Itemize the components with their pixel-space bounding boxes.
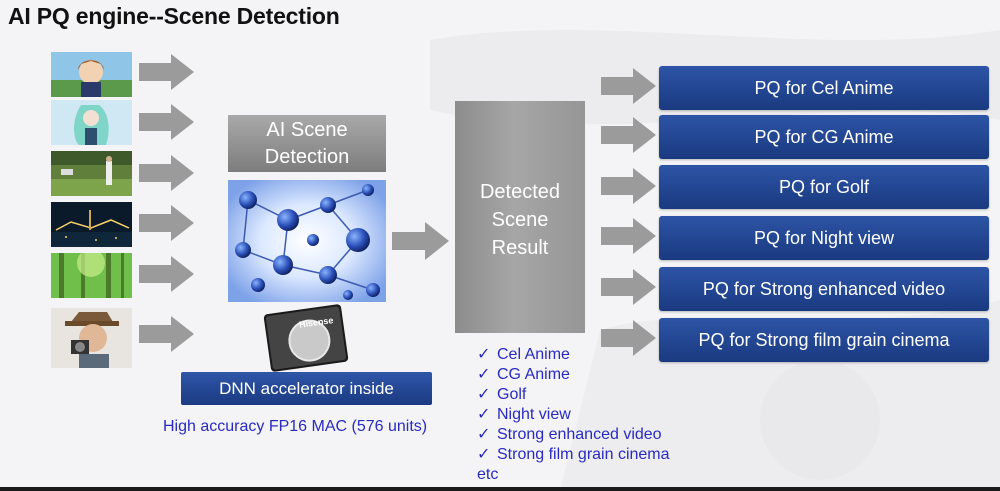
chip-image: Hisense	[263, 304, 349, 372]
chip-brand-label: Hisense	[298, 315, 334, 330]
pq-strong-film-grain-cinema-box: PQ for Strong film grain cinema	[659, 318, 989, 362]
thumbnail-cel-anime	[51, 52, 132, 97]
arrow-right-icon	[601, 68, 656, 104]
result-line3: Result	[491, 237, 549, 259]
thumbnail-golf	[51, 151, 132, 196]
arrow-right-icon	[139, 104, 194, 140]
molecular-network-image	[228, 180, 386, 302]
ai-scene-line2: Detection	[264, 146, 350, 168]
scene-list-etc: etc	[477, 466, 499, 483]
arrow-right-icon	[601, 117, 656, 153]
thumbnail-photographer	[51, 308, 132, 368]
pq-night-view-box: PQ for Night view	[659, 216, 989, 260]
pq-golf-box: PQ for Golf	[659, 165, 989, 209]
arrow-right-icon	[601, 168, 656, 204]
arrow-right-icon	[139, 316, 194, 352]
list-item: ✓Golf	[477, 386, 527, 403]
list-item: ✓CG Anime	[477, 366, 570, 383]
arrow-right-icon	[139, 256, 194, 292]
result-line2: Scene	[491, 209, 549, 231]
slide-title: AI PQ engine--Scene Detection	[8, 3, 340, 29]
list-item: ✓Cel Anime	[477, 346, 570, 363]
arrow-right-icon	[392, 222, 449, 260]
check-icon: ✓	[477, 366, 491, 383]
pq-cg-anime-box: PQ for CG Anime	[659, 115, 989, 159]
list-item: ✓Night view	[477, 406, 571, 423]
thumbnail-night-view	[51, 202, 132, 247]
arrow-right-icon	[601, 218, 656, 254]
check-icon: ✓	[477, 386, 491, 403]
ai-scene-detection-box: AI Scene Detection	[228, 115, 386, 172]
arrow-right-icon	[139, 54, 194, 90]
scene-list: ✓Cel Anime ✓CG Anime ✓Golf ✓Night view ✓…	[477, 345, 670, 465]
ai-scene-line1: AI Scene	[266, 119, 348, 141]
thumbnail-forest	[51, 253, 132, 298]
check-icon: ✓	[477, 446, 491, 463]
thumbnail-cg-anime	[51, 100, 132, 145]
detected-scene-result-box: Detected Scene Result	[455, 101, 585, 333]
arrow-right-icon	[601, 269, 656, 305]
arrow-right-icon	[139, 205, 194, 241]
check-icon: ✓	[477, 346, 491, 363]
list-item: ✓Strong enhanced video	[477, 426, 662, 443]
pq-cel-anime-box: PQ for Cel Anime	[659, 66, 989, 110]
arrow-right-icon	[139, 155, 194, 191]
list-item: ✓Strong film grain cinema	[477, 446, 670, 463]
dnn-accelerator-label: DNN accelerator inside	[181, 372, 432, 405]
check-icon: ✓	[477, 426, 491, 443]
arrow-right-icon	[601, 320, 656, 356]
result-line1: Detected	[479, 181, 561, 203]
pq-strong-enhanced-video-box: PQ for Strong enhanced video	[659, 267, 989, 311]
check-icon: ✓	[477, 406, 491, 423]
fp16-mac-label: High accuracy FP16 MAC (576 units)	[163, 418, 428, 435]
